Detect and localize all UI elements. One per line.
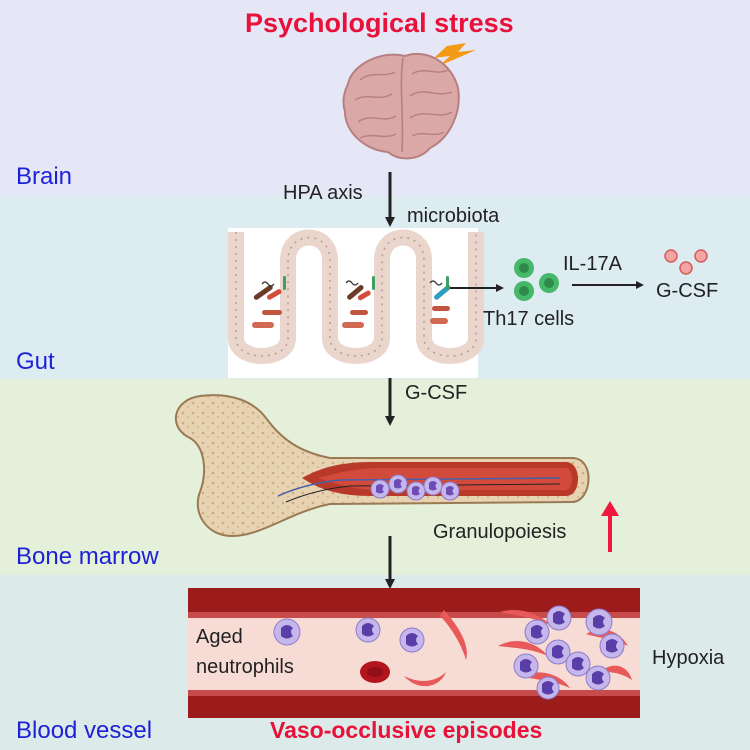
neutrophils-label: neutrophils	[196, 656, 294, 678]
th17-cells-label: Th17 cells	[483, 308, 575, 330]
neutrophil-icon	[273, 618, 301, 646]
granulopoiesis-label: Granulopoiesis	[433, 521, 567, 543]
il17a-label: IL-17A	[563, 253, 622, 275]
neutrophil-icon	[423, 476, 443, 496]
hypoxia-label: Hypoxia	[652, 647, 725, 669]
microbiota-label: microbiota	[407, 205, 500, 227]
region-label-gut: Gut	[16, 348, 55, 375]
marrow-neutrophils	[370, 474, 460, 501]
gcsf-label: G-CSF	[656, 280, 719, 302]
gcsf-molecules-icon	[664, 249, 708, 275]
region-label-bone-marrow: Bone marrow	[16, 543, 159, 570]
region-label-brain: Brain	[16, 163, 73, 190]
neutrophil-icon	[399, 627, 425, 653]
hpa-axis-label: HPA axis	[283, 182, 363, 204]
aged-label: Aged	[196, 626, 243, 648]
region-label-blood-vessel: Blood vessel	[16, 717, 153, 744]
neutrophil-icon	[388, 474, 408, 494]
neutrophil-icon	[440, 481, 460, 501]
neutrophil-icon	[406, 481, 426, 501]
neutrophil-icon	[355, 617, 381, 643]
sickle-cell-icon	[404, 672, 446, 687]
title: Psychological stress	[245, 8, 514, 38]
vaso-occlusive-label: Vaso-occlusive episodes	[270, 717, 543, 743]
th17-cells-icon	[514, 258, 559, 301]
neutrophil-icon	[370, 479, 390, 499]
lightning-icon	[434, 43, 476, 66]
bone-illustration	[174, 394, 590, 538]
brain-icon	[342, 53, 460, 160]
vessel-cells	[273, 605, 632, 700]
gcsf-arrow-label: G-CSF	[405, 382, 468, 404]
vaso-occlusion-cluster	[498, 605, 632, 700]
gut-villi-illustration	[228, 228, 484, 378]
sickle-cell-icon	[440, 610, 467, 660]
increase-arrow-icon	[601, 501, 619, 552]
red-blood-cell-icon	[360, 661, 390, 683]
